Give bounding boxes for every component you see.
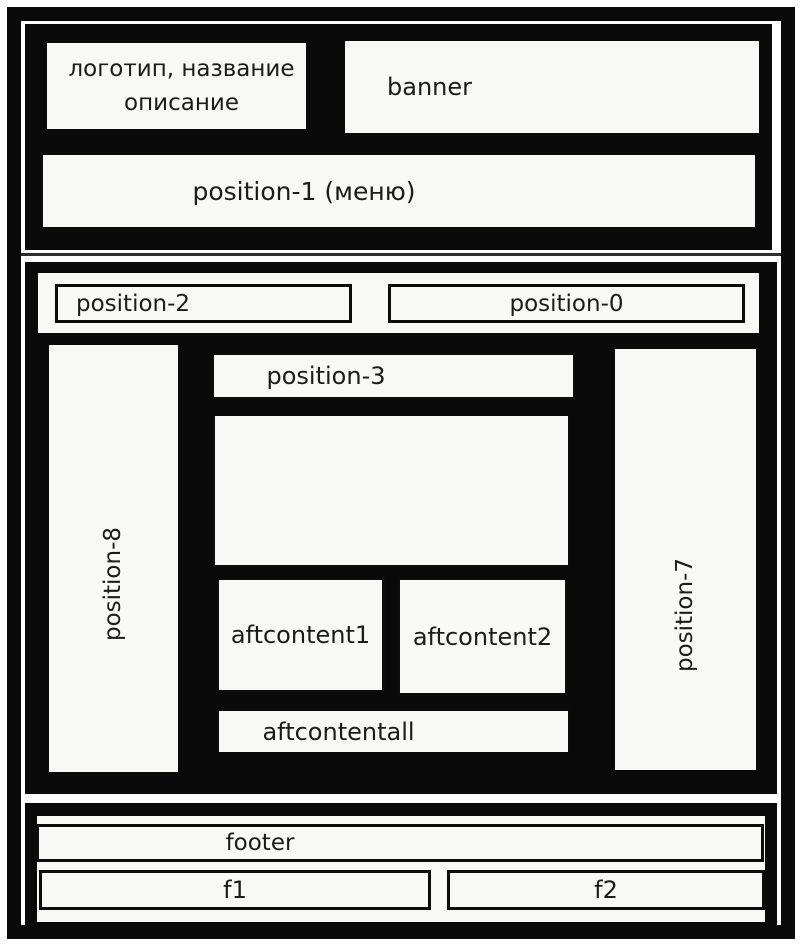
sidebar-right-frame: position-7 — [602, 336, 769, 783]
position-2-label: position-2 — [76, 290, 191, 317]
aftcontent2-label: aftcontent2 — [412, 622, 553, 651]
f2-label: f2 — [594, 876, 618, 904]
sidebar-right-position-7: position-7 — [615, 349, 756, 770]
sidebar-left-frame: position-8 — [38, 334, 189, 783]
aftcontent2-box: aftcontent2 — [397, 577, 568, 696]
aftcontentall-box: aftcontentall — [217, 709, 570, 754]
footer-block: footer f1 f2 — [25, 803, 777, 934]
aftcontent1-label: aftcontent1 — [230, 621, 371, 649]
menu-label: position-1 (меню) — [192, 176, 416, 206]
position-3-label: position-3 — [266, 362, 386, 390]
header-block: логотип, название описание banner positi… — [25, 24, 772, 250]
footer-f2-box: f2 — [447, 870, 765, 910]
logo-box: логотип, название описание — [36, 32, 317, 140]
footer-label: footer — [225, 830, 295, 856]
position-8-label: position-8 — [100, 526, 127, 641]
aftcontent1-box: aftcontent1 — [216, 577, 385, 693]
logo-line1: логотип, название — [68, 55, 295, 82]
section-divider — [21, 253, 781, 256]
f1-label: f1 — [223, 876, 247, 904]
main-block: position-2 position-0 position-8 positio… — [25, 262, 777, 794]
banner-label: banner — [387, 73, 472, 101]
content-placeholder — [213, 414, 570, 567]
position-2-box: position-2 — [55, 284, 352, 323]
banner-box: banner — [334, 30, 770, 144]
footer-f1-box: f1 — [39, 870, 431, 910]
sidebar-left-position-8: position-8 — [49, 345, 178, 772]
logo-line2: описание — [124, 90, 239, 116]
position-0-label: position-0 — [509, 290, 624, 317]
position-3-box: position-3 — [212, 353, 575, 399]
aftcontentall-label: aftcontentall — [262, 717, 415, 746]
footer-box: footer — [36, 824, 764, 862]
position-7-label: position-7 — [672, 557, 699, 672]
center-column: position-3 aftcontent1 aftcontent2 aftco… — [193, 336, 596, 785]
position-0-box: position-0 — [388, 284, 745, 323]
menu-bar-position-1: position-1 (меню) — [40, 152, 758, 230]
mid-strip: position-2 position-0 — [38, 273, 759, 333]
